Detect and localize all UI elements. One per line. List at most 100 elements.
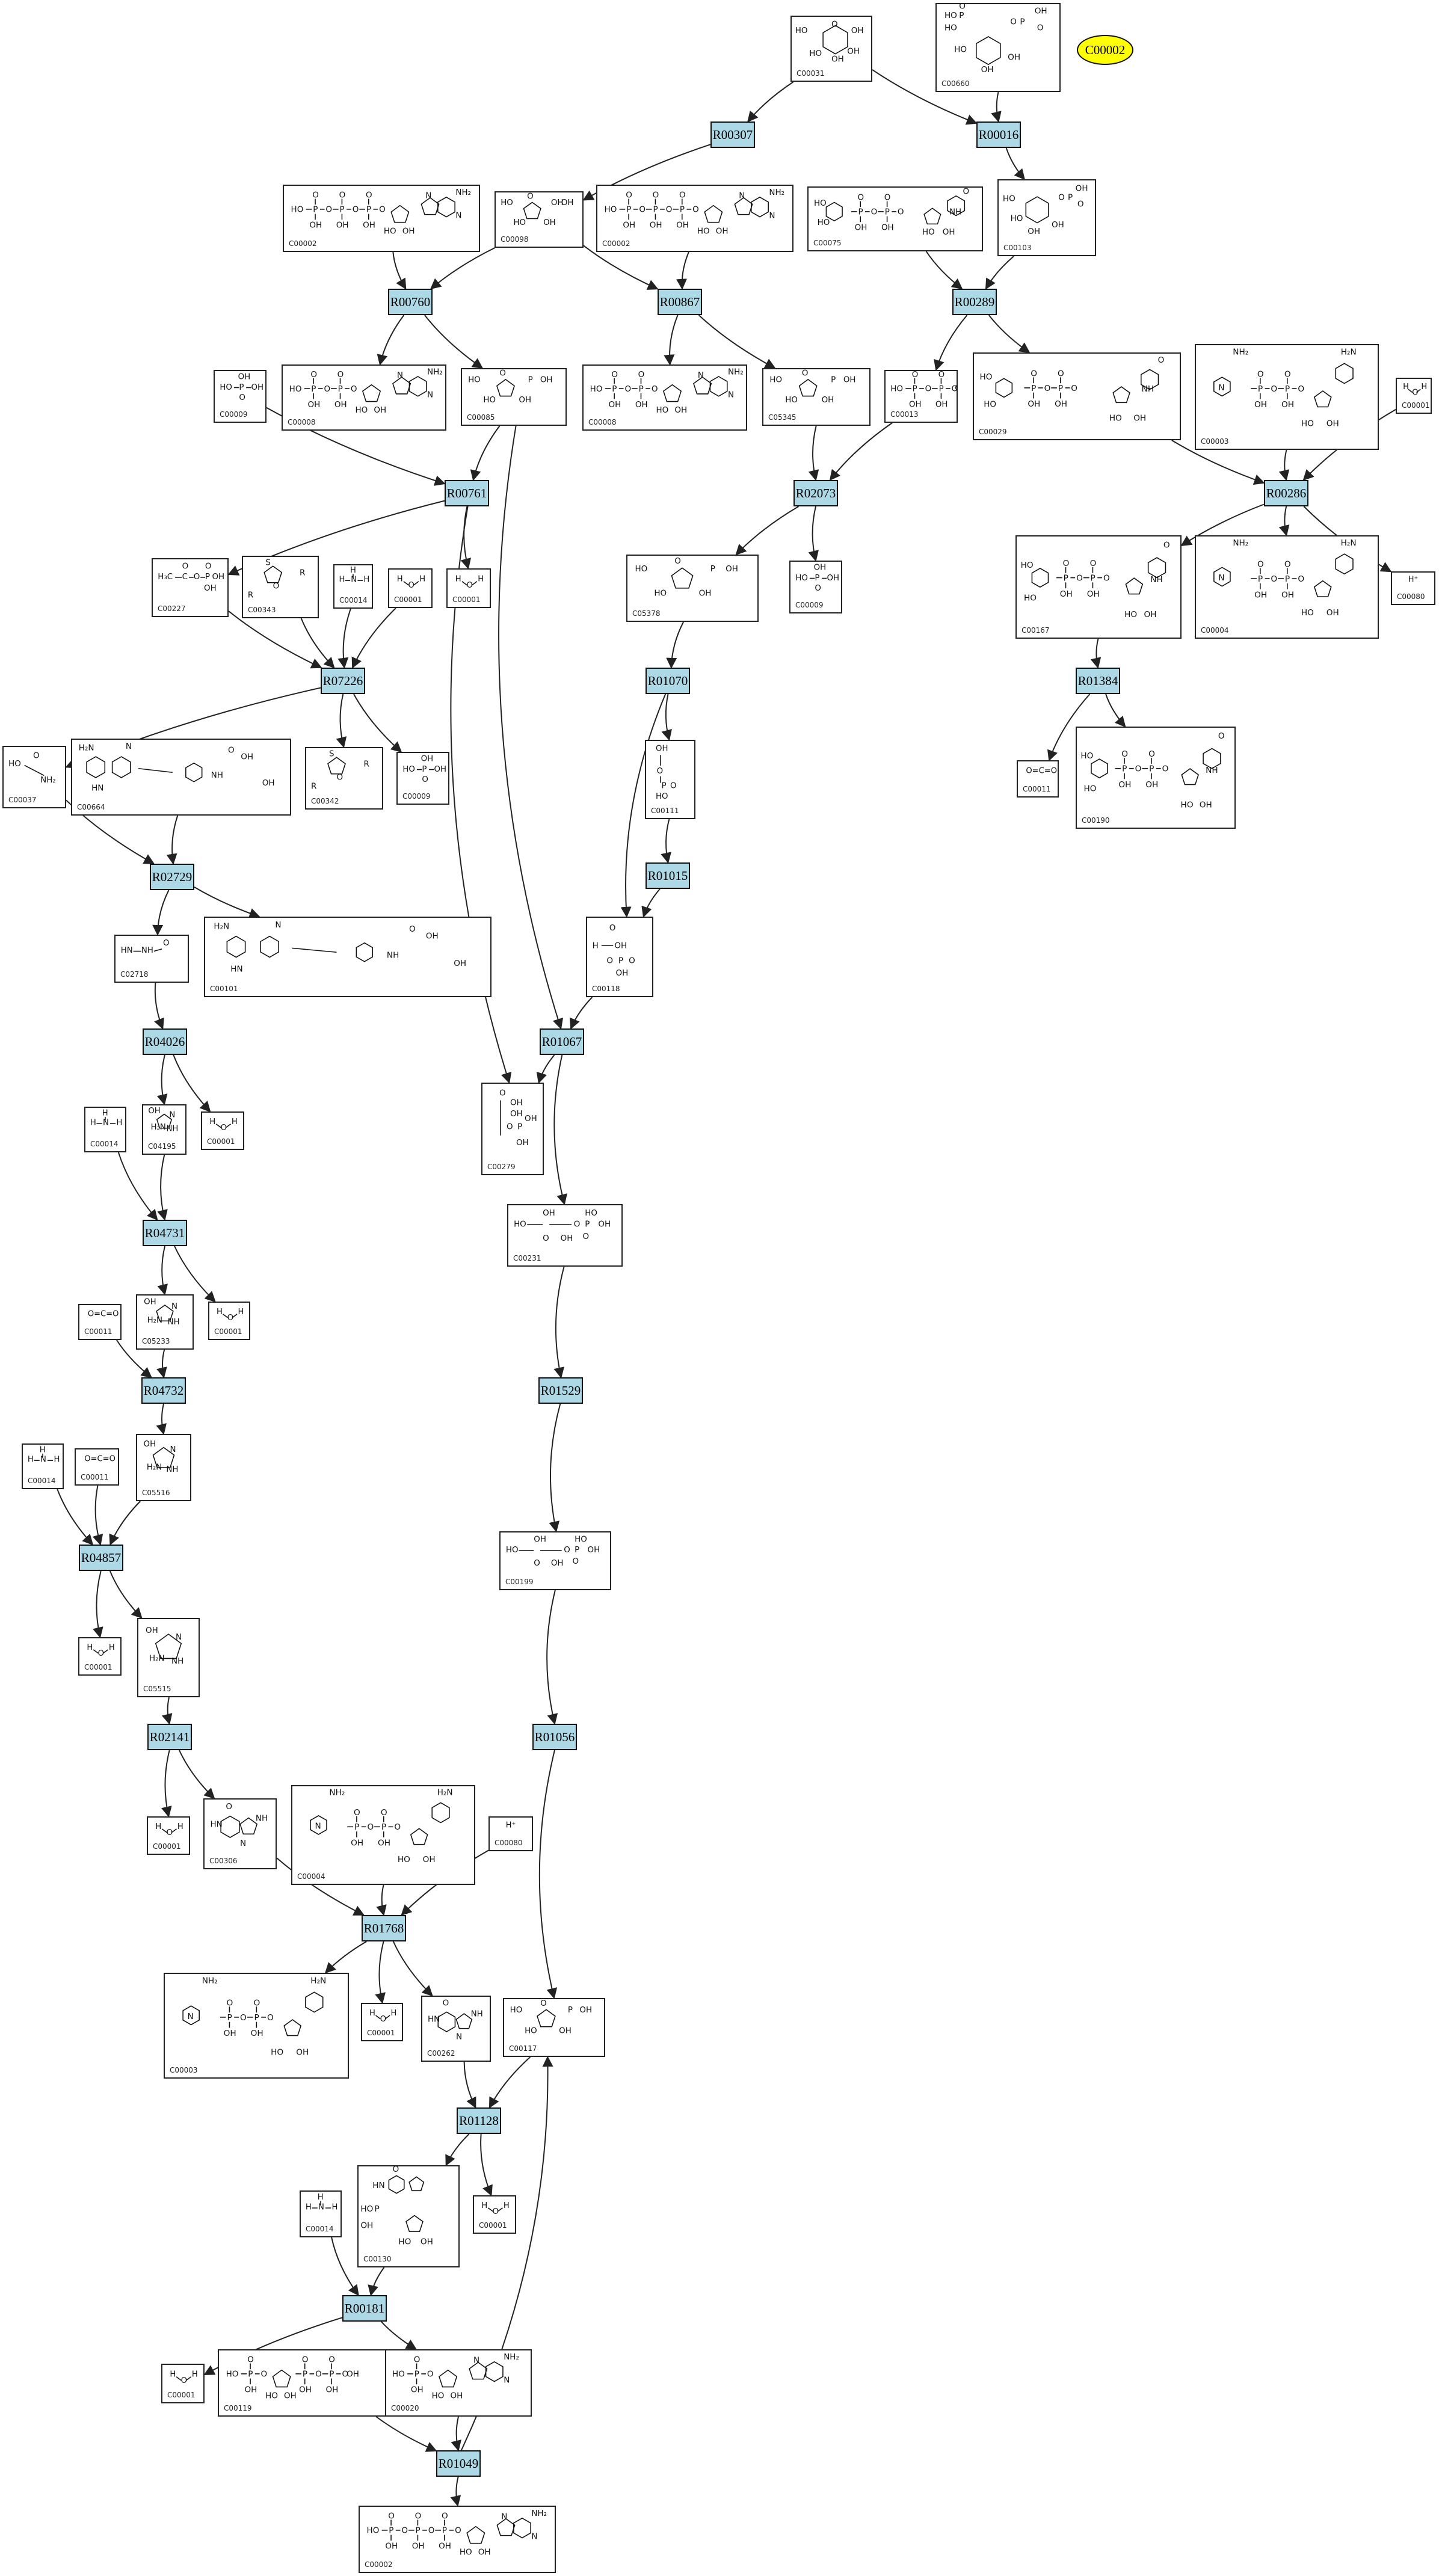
compound-c00013[interactable]: HOPOOHOPOOHOOHC00013 xyxy=(884,370,958,423)
reaction-r01128[interactable]: R01128 xyxy=(457,2107,501,2134)
highlight-compound-ellipse[interactable]: C00002 xyxy=(1077,35,1133,65)
atom-label: O xyxy=(815,584,821,593)
reaction-r07226[interactable]: R07226 xyxy=(321,668,365,694)
reaction-r02729[interactable]: R02729 xyxy=(150,864,194,890)
reaction-r01056[interactable]: R01056 xyxy=(532,1724,577,1750)
reaction-r01529[interactable]: R01529 xyxy=(538,1377,583,1404)
atom-label: O xyxy=(302,2355,309,2365)
reaction-r01015[interactable]: R01015 xyxy=(646,862,690,889)
atom-label: OH xyxy=(224,2029,236,2038)
reaction-r04731[interactable]: R04731 xyxy=(143,1220,187,1246)
reaction-r00181[interactable]: R00181 xyxy=(342,2295,387,2322)
reaction-r04857[interactable]: R04857 xyxy=(79,1545,123,1571)
reaction-r01070[interactable]: R01070 xyxy=(646,668,690,694)
reaction-r00016[interactable]: R00016 xyxy=(976,121,1021,148)
reaction-r01049[interactable]: R01049 xyxy=(436,2450,481,2477)
reaction-r00289[interactable]: R00289 xyxy=(952,289,997,315)
reaction-r02073[interactable]: R02073 xyxy=(793,480,838,506)
reaction-r04026[interactable]: R04026 xyxy=(143,1028,187,1055)
reaction-r04732[interactable]: R04732 xyxy=(141,1377,186,1404)
atom-label: HN xyxy=(372,2181,384,2190)
compound-id-label: C00279 xyxy=(487,1163,516,1171)
reaction-r02141[interactable]: R02141 xyxy=(147,1724,192,1750)
compound-c00080[interactable]: H⁺C00080 xyxy=(488,1816,533,1851)
reaction-r01768[interactable]: R01768 xyxy=(362,1915,406,1941)
reaction-r00286[interactable]: R00286 xyxy=(1264,480,1308,506)
reaction-r00307[interactable]: R00307 xyxy=(710,121,755,148)
reaction-r01067[interactable]: R01067 xyxy=(540,1028,584,1055)
reaction-r00760[interactable]: R00760 xyxy=(388,289,433,315)
compound-c00080[interactable]: H⁺C00080 xyxy=(1391,571,1435,605)
reaction-r00761[interactable]: R00761 xyxy=(445,480,489,506)
atom-label: P xyxy=(1285,384,1290,394)
reaction-r01384[interactable]: R01384 xyxy=(1076,668,1120,694)
reaction-r00867[interactable]: R00867 xyxy=(658,289,702,315)
atom-label: HN xyxy=(91,784,103,793)
